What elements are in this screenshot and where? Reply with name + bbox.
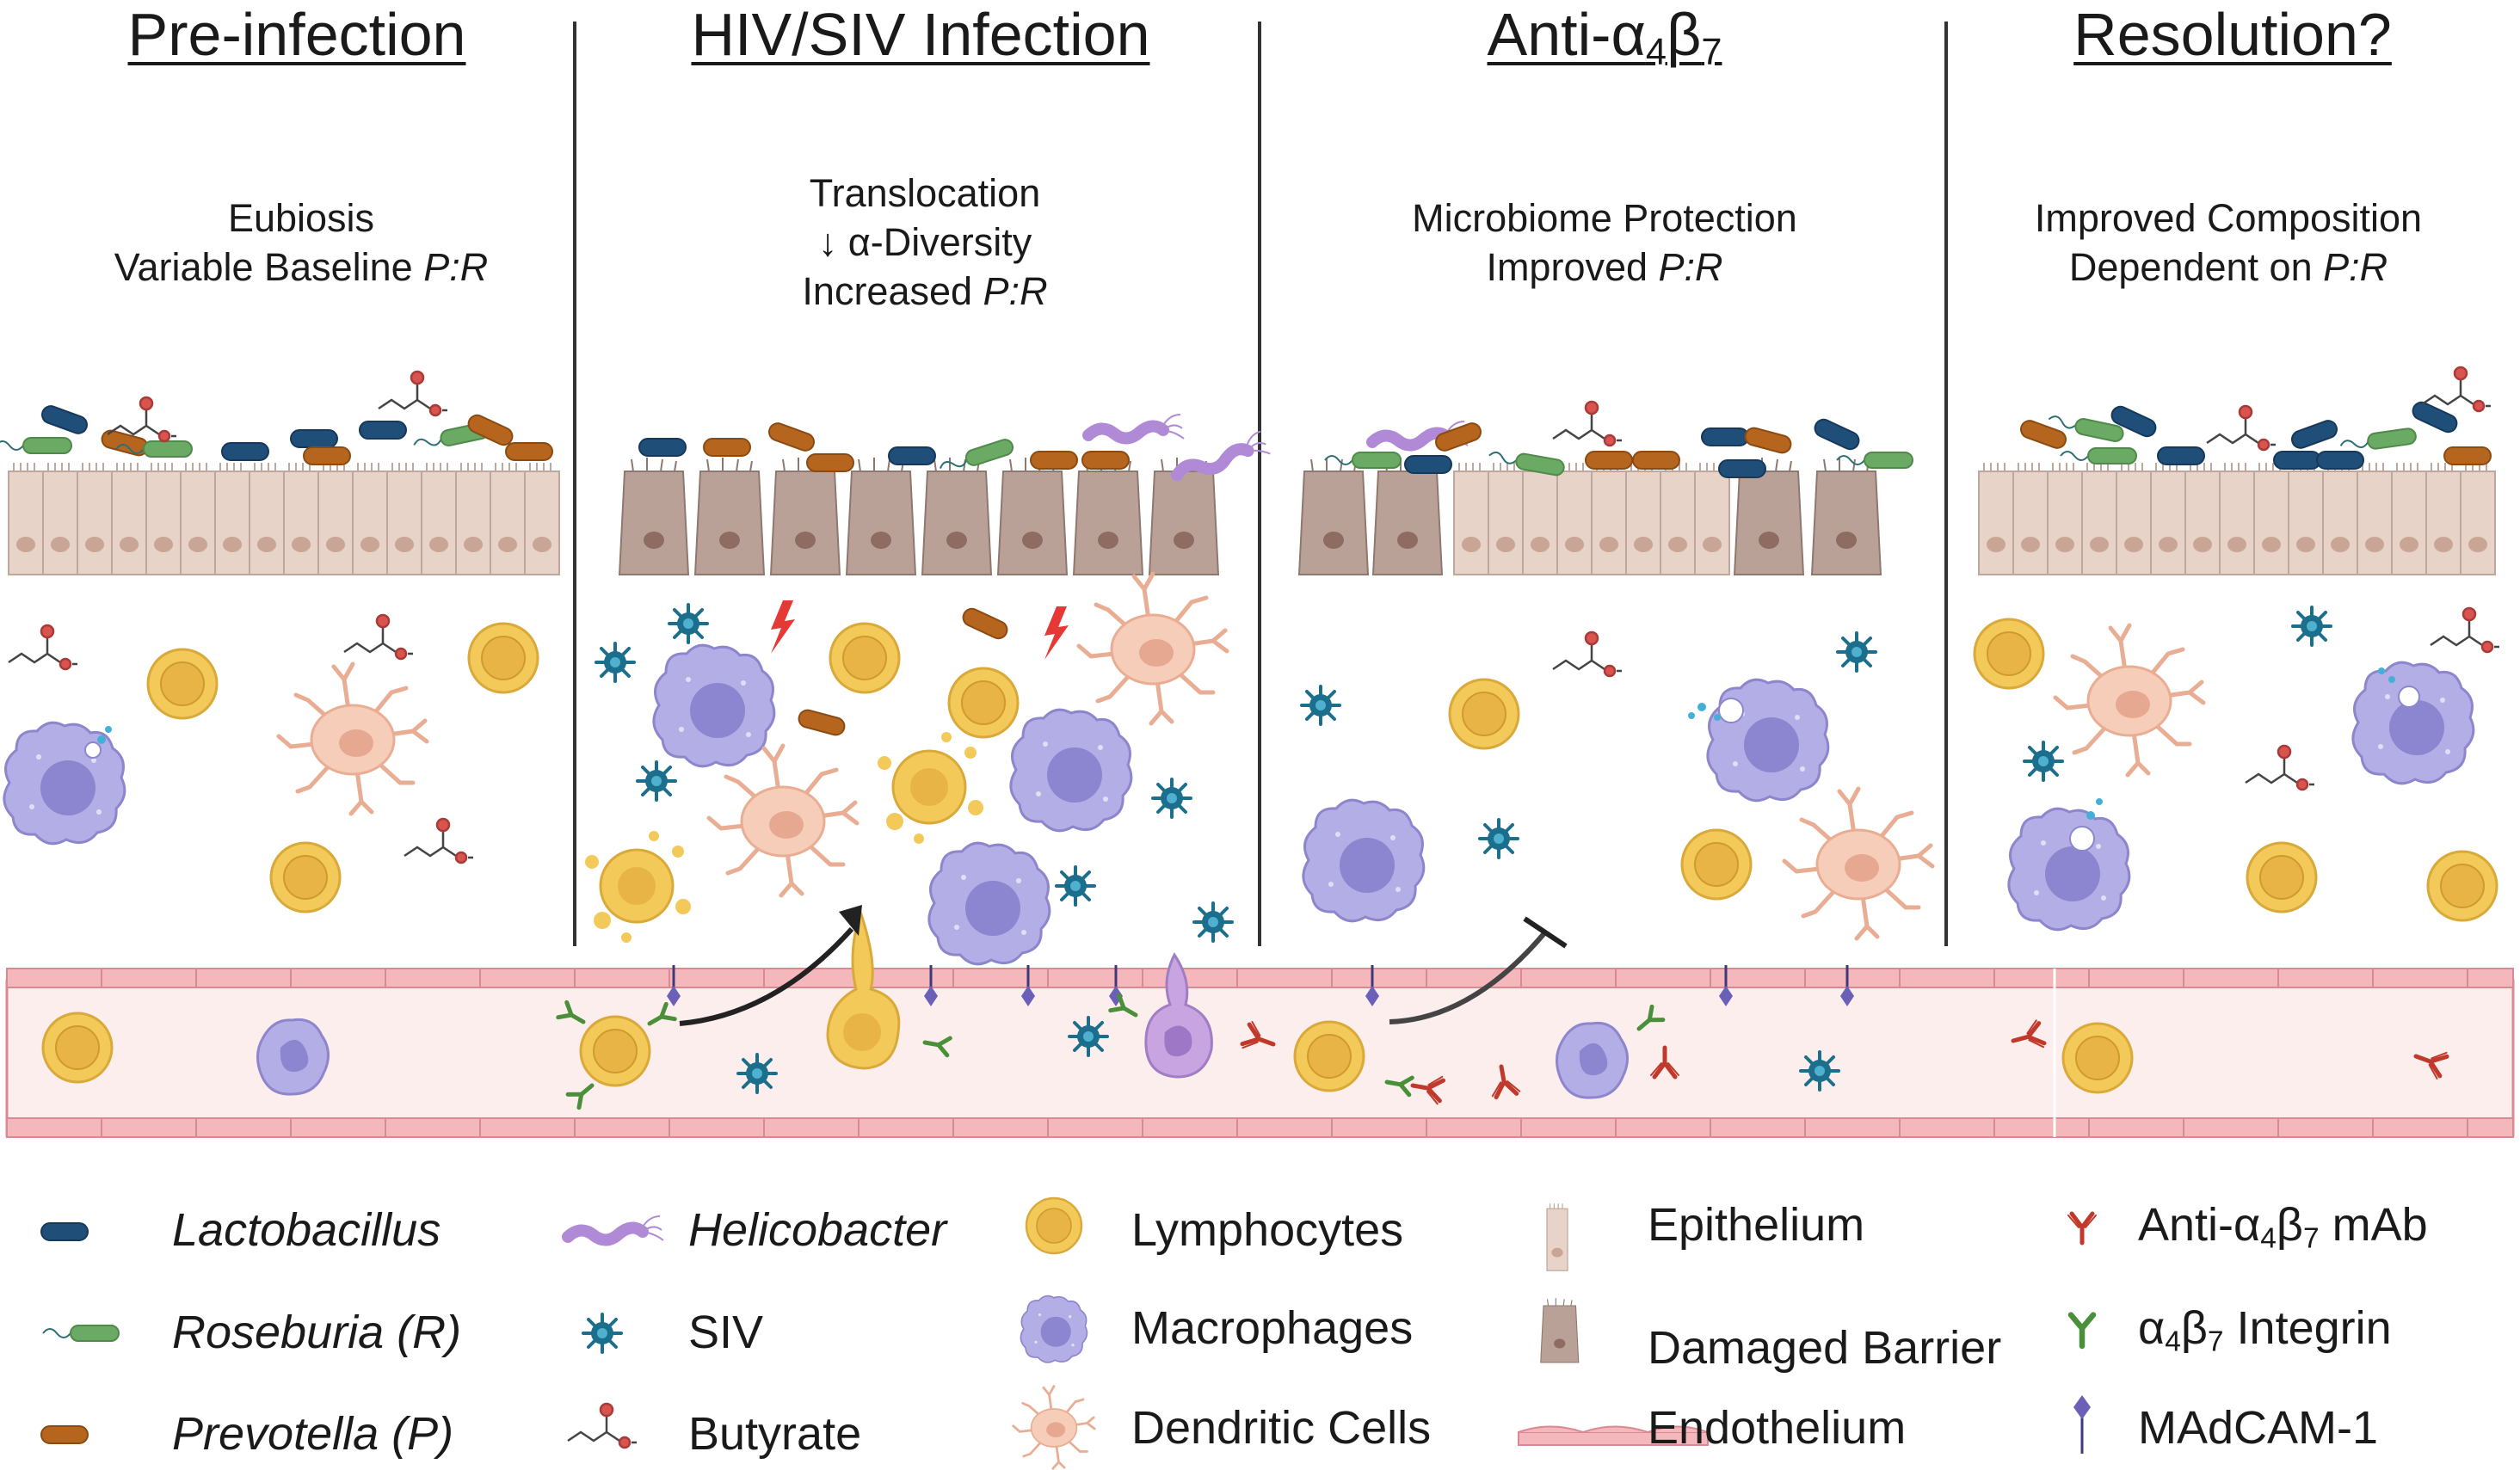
legend-lymphocyte-icon bbox=[1025, 1196, 1083, 1255]
block-bar bbox=[1523, 916, 1568, 949]
epithelium-panel-3 bbox=[1298, 457, 1882, 575]
legend-helicobacter-icon bbox=[568, 1216, 663, 1240]
legend-siv-label: SIV bbox=[688, 1307, 764, 1358]
legend-endothelium-label: Endothelium bbox=[1648, 1402, 1907, 1454]
legend-mab-icon bbox=[2068, 1214, 2096, 1243]
legend-butyrate-icon bbox=[566, 1402, 638, 1449]
legend-roseburia-icon bbox=[42, 1325, 120, 1342]
panel-title-anti-a4b7: Anti-α4β7 bbox=[1487, 1, 1722, 73]
blood-vessel bbox=[5, 968, 2515, 1138]
legend-madcam-label: MAdCAM-1 bbox=[2138, 1402, 2379, 1454]
legend-helicobacter-label: Helicobacter bbox=[688, 1204, 947, 1256]
legend-macrophage-icon bbox=[1020, 1295, 1088, 1363]
lamina-panel-4 bbox=[1973, 606, 2501, 932]
damaged-barrier-panel-2 bbox=[619, 457, 1219, 575]
epithelium-panel-4 bbox=[1978, 462, 2496, 575]
legend-dendritic-label: Dendritic Cells bbox=[1131, 1402, 1432, 1454]
legend-integrin-icon bbox=[2071, 1315, 2093, 1346]
legend-integrin-label: α4β7 Integrin bbox=[2138, 1302, 2392, 1358]
bacteria-panel-1 bbox=[0, 370, 553, 465]
legend-roseburia-label: Roseburia (R) bbox=[172, 1307, 462, 1358]
translocation-arrow bbox=[679, 926, 854, 1026]
legend-macrophages-label: Macrophages bbox=[1131, 1302, 1414, 1354]
blocked-arrow bbox=[1389, 932, 1547, 1024]
panel-title-infection: HIV/SIV Infection bbox=[691, 1, 1150, 68]
legend-prevotella-label: Prevotella (P) bbox=[172, 1408, 454, 1460]
lamina-panel-2 bbox=[583, 574, 1234, 966]
legend-endothelium-icon bbox=[1518, 1425, 1709, 1446]
bacteria-panel-4 bbox=[2018, 366, 2492, 470]
legend-epithelium-label: Epithelium bbox=[1648, 1199, 1865, 1251]
panel-title-resolution: Resolution? bbox=[2073, 1, 2392, 68]
legend-lactobacillus-icon bbox=[40, 1222, 89, 1241]
legend-dendritic-icon bbox=[1012, 1385, 1096, 1470]
bacteria-panel-2 bbox=[638, 415, 1270, 478]
lamina-panel-1 bbox=[3, 613, 539, 913]
panel-caption-pre-infection: Eubiosis Variable Baseline P:R bbox=[114, 196, 489, 289]
legend-lactobacillus-label: Lactobacillus bbox=[172, 1204, 441, 1256]
legend-damaged-icon bbox=[1540, 1297, 1580, 1363]
panel-caption-anti-a4b7: Microbiome Protection Improved P:R bbox=[1412, 196, 1797, 289]
legend-mab-label: Anti-α4β7 mAb bbox=[2138, 1199, 2428, 1255]
legend-butyrate-label: Butyrate bbox=[688, 1408, 862, 1460]
panel-caption-resolution: Improved Composition Dependent on P:R bbox=[2034, 196, 2423, 289]
legend-lymphocytes-label: Lymphocytes bbox=[1131, 1204, 1404, 1256]
legend-siv-icon bbox=[582, 1313, 623, 1354]
vessel-cells bbox=[41, 907, 2448, 1108]
legend-epithelium-icon bbox=[1546, 1202, 1568, 1271]
legend-damaged-label: Damaged Barrier bbox=[1648, 1322, 2002, 1374]
legend-madcam-icon bbox=[2073, 1395, 2091, 1454]
legend-icons bbox=[40, 1196, 2096, 1470]
lamina-panel-3 bbox=[1300, 630, 1932, 938]
legend-prevotella-icon bbox=[40, 1425, 89, 1444]
epithelium-panel-1 bbox=[8, 462, 560, 575]
panel-caption-infection: Translocation ↓ α-Diversity Increased P:… bbox=[802, 171, 1048, 313]
panel-title-pre-infection: Pre-infection bbox=[127, 1, 466, 68]
